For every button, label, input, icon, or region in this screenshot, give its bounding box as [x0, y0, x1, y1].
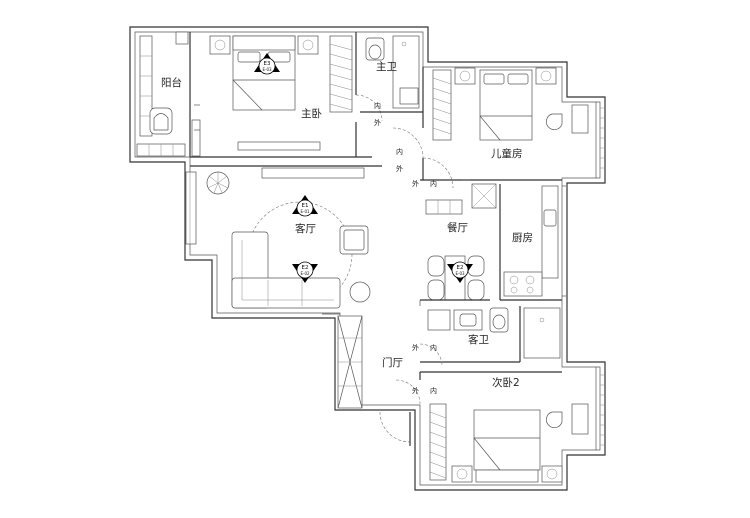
tv-cabinet — [237, 141, 321, 151]
kids-wardrobe — [432, 69, 452, 141]
entrance-hall-area — [337, 315, 421, 446]
kitchen-counter — [541, 185, 559, 279]
dining-chair-2 — [427, 279, 445, 301]
elevation-marker-e1: E1 E-01 — [292, 195, 318, 217]
room-label-dining-room: 餐厅 — [447, 221, 468, 234]
laundry-area — [523, 307, 561, 359]
master-bedroom-area — [190, 32, 383, 158]
exterior-walls — [129, 26, 606, 491]
room-label-living-room: 客厅 — [295, 222, 316, 235]
second-chair — [546, 411, 563, 428]
guest-bath-area — [419, 306, 561, 367]
living-room-area — [185, 165, 382, 315]
dining-chair-1 — [427, 255, 445, 277]
kitchen-sink — [543, 209, 557, 227]
dining-chair-4 — [467, 279, 485, 301]
door-label-inside: 内 — [374, 101, 381, 110]
nightstand-right — [297, 35, 319, 55]
master-bath-area — [360, 35, 423, 113]
second-desk — [571, 403, 589, 435]
kids-room-area — [392, 67, 604, 189]
room-label-guest-bath: 客卫 — [468, 333, 489, 346]
door-label-outside: 外 — [412, 343, 419, 352]
room-label-kids-room: 儿童房 — [491, 147, 523, 160]
side-table — [349, 281, 371, 303]
dining-area — [419, 199, 490, 306]
elevation-marker-id: E2 — [457, 265, 464, 271]
door-label-inside: 内 — [396, 147, 403, 156]
second-wardrobe — [429, 403, 447, 481]
kitchen-area — [471, 183, 566, 301]
l-sofa-bottom — [231, 277, 341, 309]
room-label-balcony: 阳台 — [161, 76, 182, 89]
bed-headboard — [475, 469, 539, 483]
kids-nightstand-right — [535, 67, 557, 85]
window-sill — [185, 171, 197, 245]
door-label-outside: 外 — [396, 164, 403, 173]
tv-console — [261, 167, 365, 179]
elevation-marker-ref: E-03 — [262, 67, 272, 72]
kids-nightstand-left — [454, 67, 476, 85]
elevation-marker-e3: E3 E-03 — [254, 53, 280, 75]
second-bed — [473, 409, 541, 471]
room-label-master-bedroom: 主卧 — [301, 107, 322, 120]
door-label-outside: 外 — [374, 118, 381, 127]
elevation-marker-e2-living: E2 E-02 — [292, 261, 318, 283]
stove — [503, 271, 543, 297]
door-label-outside: 外 — [412, 179, 419, 188]
second-bedroom-area — [419, 367, 604, 483]
room-label-second-bedroom: 次卧2 — [492, 376, 520, 389]
dining-cabinet — [425, 199, 463, 215]
kids-chair — [546, 113, 563, 130]
balcony-area — [136, 31, 201, 157]
elevation-marker-id: E2 — [302, 265, 309, 271]
second-nightstand-right — [541, 465, 563, 483]
kids-desk — [571, 104, 589, 134]
elevation-marker-e2-dining: E2 E-03 — [447, 261, 473, 283]
door-label-outside: 外 — [412, 386, 419, 395]
elevation-marker-ref: E-01 — [300, 209, 310, 214]
room-label-kitchen: 厨房 — [512, 231, 533, 244]
elevation-marker-ref: E-02 — [300, 271, 310, 276]
door-labels: 内 外 内 外 外 内 外 内 外 内 — [374, 101, 437, 395]
elevation-marker-ref: E-03 — [455, 271, 465, 276]
wardrobe — [329, 35, 353, 113]
plant — [206, 171, 230, 195]
room-label-master-bath: 主卫 — [376, 61, 397, 73]
door-label-inside: 内 — [430, 386, 437, 395]
door-label-inside: 内 — [430, 343, 437, 352]
elevation-marker-id: E1 — [302, 203, 309, 209]
room-label-entrance-hall: 门厅 — [382, 356, 403, 369]
shower-tray — [427, 309, 451, 331]
door-label-inside: 内 — [430, 179, 437, 188]
elevation-marker-id: E3 — [264, 61, 271, 67]
nightstand-left — [209, 35, 231, 55]
second-nightstand-left — [451, 465, 473, 483]
